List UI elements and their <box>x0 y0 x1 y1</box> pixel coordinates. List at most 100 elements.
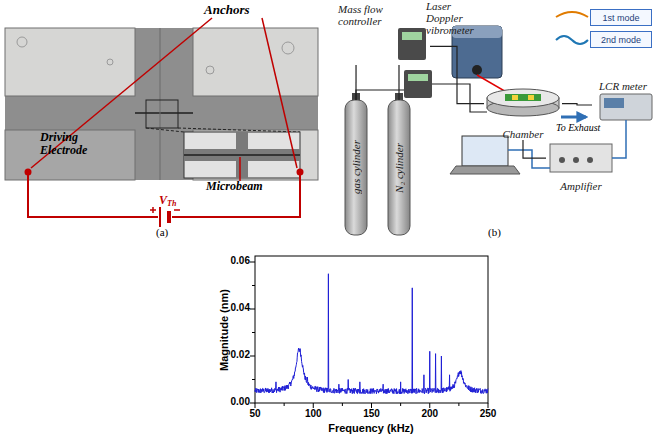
tick-mark <box>252 379 255 380</box>
leader-line <box>31 18 212 168</box>
signal-wire <box>612 120 626 158</box>
inset-beam <box>184 154 300 156</box>
mode-box: 2nd mode <box>590 31 652 48</box>
zoom-box <box>146 100 178 128</box>
figure-label: Anchors <box>204 3 274 17</box>
node-label: Laser Doppler vibrometer <box>426 0 490 36</box>
tick-mark <box>342 403 343 406</box>
node-label: 1st mode <box>602 12 639 24</box>
mode-box: 1st mode <box>590 9 652 26</box>
inset-frame <box>184 132 300 178</box>
mode-shape <box>556 36 588 44</box>
flow-controller <box>398 28 426 60</box>
figure-label: Th <box>167 200 183 209</box>
node-label: Amplifier <box>560 180 602 192</box>
flow-controller <box>404 70 432 98</box>
plus-sign <box>152 207 154 213</box>
axis-label: 200 <box>415 408 445 419</box>
anchor-dot <box>297 169 304 176</box>
flow-display <box>408 74 428 81</box>
node-label: N₂ cylinder <box>393 143 405 193</box>
pipe-connector <box>523 140 546 158</box>
node-label: Mass flow controller <box>338 3 398 27</box>
knob <box>559 157 565 163</box>
equipment-node: Amplifier <box>546 140 616 192</box>
wire <box>172 172 300 217</box>
bubble <box>107 59 113 65</box>
pipe-connector <box>562 104 592 105</box>
knob <box>573 157 579 163</box>
tick-mark <box>458 403 459 406</box>
axis-label: 150 <box>357 408 387 419</box>
figure-label: To Exhaust <box>556 122 616 133</box>
lcr-display <box>604 98 624 108</box>
gas-cylinder <box>388 100 410 235</box>
plot-frame <box>255 256 488 403</box>
chamber-lid <box>487 89 559 107</box>
axis-label: 100 <box>298 408 328 419</box>
axis-label: Frequency (kHz) <box>311 422 431 434</box>
axis-label: 0.00 <box>217 396 250 407</box>
vibrometer-lens <box>472 65 482 75</box>
spectrum-line <box>255 274 488 394</box>
exhaust-arrow <box>561 116 586 119</box>
figure-label: Driving Electrode <box>40 131 110 157</box>
laptop-base <box>450 166 520 174</box>
axis-label: Magnitude (nm) <box>218 270 230 390</box>
bubble <box>282 42 294 54</box>
sensor-pad <box>528 95 534 100</box>
leader-line <box>262 18 297 168</box>
axis-label: 250 <box>473 408 503 419</box>
figure-label: (b) <box>488 226 512 238</box>
tick-mark <box>255 403 256 408</box>
sensor-chip <box>505 94 541 101</box>
node-label: Chamber <box>503 128 544 140</box>
gas-cylinder <box>345 100 367 235</box>
bubble <box>17 37 27 47</box>
tick-mark <box>488 403 489 408</box>
node-label: 2nd mode <box>601 34 641 46</box>
tick-mark <box>250 356 255 357</box>
equipment-node: Mass flow controller <box>338 3 430 65</box>
setup-art <box>345 12 652 235</box>
laptop-screen <box>462 136 508 166</box>
anchor-dot <box>25 169 32 176</box>
battery-plate <box>167 211 171 223</box>
anchor-pad <box>193 28 318 96</box>
node-label: LCR meter <box>599 80 647 92</box>
signal-wire <box>508 150 550 168</box>
battery-plate <box>159 207 161 227</box>
figure-label: (a) <box>156 226 180 238</box>
zoom-line <box>146 128 184 132</box>
tick-mark <box>250 309 255 310</box>
figure-label: Microbeam <box>206 180 276 193</box>
equipment-node: Laser Doppler vibrometer <box>426 0 518 82</box>
bubble <box>206 66 214 74</box>
bias-circuit <box>25 18 304 227</box>
node-label: gas cylinder <box>350 140 362 194</box>
pipe-connector <box>430 46 484 103</box>
electrode-pad <box>5 130 135 180</box>
tick-mark <box>429 403 430 408</box>
equipment-node: gas cylinder <box>345 100 367 235</box>
mode-shape <box>556 12 588 17</box>
channel-line <box>160 28 161 180</box>
anchor-pad <box>5 28 135 96</box>
leader-line <box>239 157 241 181</box>
tick-mark <box>250 403 255 404</box>
knob <box>587 157 593 163</box>
tick-mark <box>252 332 255 333</box>
tick-mark <box>252 285 255 286</box>
axis-label: 0.06 <box>217 255 250 266</box>
pipe-connector <box>398 65 399 100</box>
tick-mark <box>284 403 285 406</box>
lcr-meter <box>600 94 652 120</box>
tick-mark <box>313 403 314 408</box>
sensor-pad <box>512 95 518 100</box>
wire <box>28 172 158 217</box>
tick-mark <box>250 262 255 263</box>
gas-line <box>356 90 404 100</box>
